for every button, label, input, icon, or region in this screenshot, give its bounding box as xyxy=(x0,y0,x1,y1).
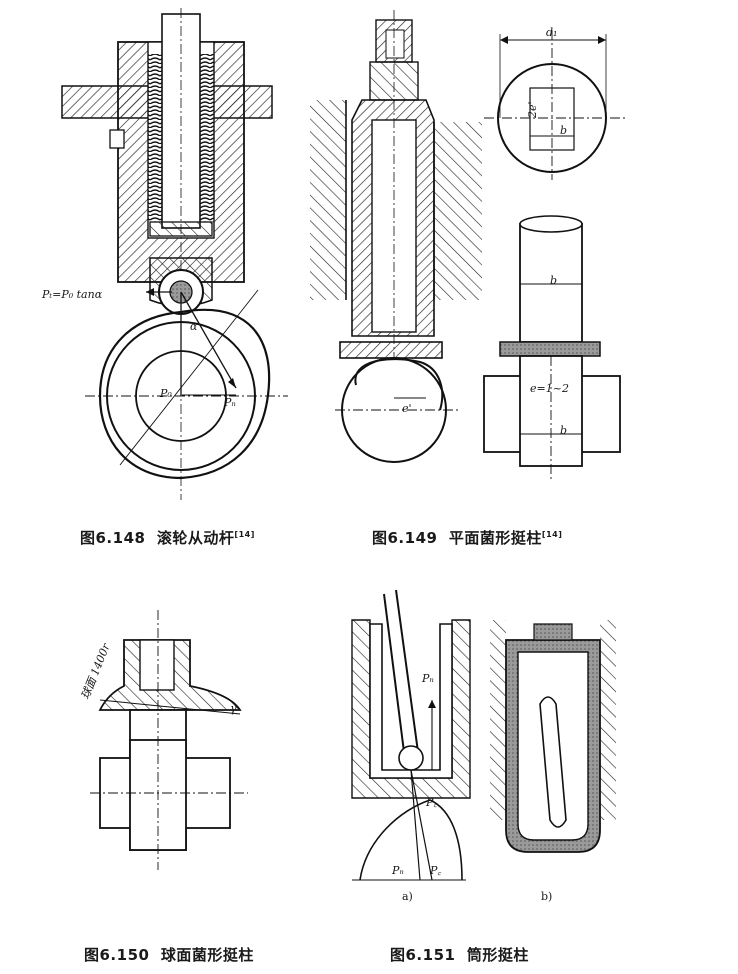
f151-pn-top-label: Pₙ xyxy=(421,672,434,685)
f148-p0-label: P₀ xyxy=(159,387,172,400)
f150-sphere-label: 球面 1400r xyxy=(79,641,113,701)
f150-gamma-label: γ xyxy=(230,702,237,715)
f148-alpha-label: α xyxy=(190,320,198,333)
fig149-top-view: d₁ 2e' b xyxy=(484,26,626,180)
f151-pc-top-label: P꜀ xyxy=(425,796,437,809)
fig149-side-view: b e=1~2 b xyxy=(483,215,621,480)
caption-fig151: 图6.151 筒形挺柱 xyxy=(390,944,529,965)
caption-fig149-ref: [14] xyxy=(541,530,563,539)
f151-a-label: a) xyxy=(402,890,413,903)
caption-fig149-number: 图6.149 xyxy=(372,529,438,547)
caption-fig148: 图6.148 滚轮从动杆[14] xyxy=(80,527,255,548)
caption-fig150: 图6.150 球面菌形挺柱 xyxy=(84,944,254,965)
f148-force-label: Pₜ=P₀ tanα xyxy=(41,288,103,301)
fig148-roller-follower: Pₜ=P₀ tanα α P₀ Pₙ xyxy=(41,8,288,500)
f149-b-bot-label: b xyxy=(560,424,567,437)
fig150-spherical-tappet: 球面 1400r γ xyxy=(79,610,248,870)
caption-fig149: 图6.149 平面菌形挺柱[14] xyxy=(372,527,562,548)
caption-fig148-ref: [14] xyxy=(234,530,255,539)
caption-fig150-title: 球面菌形挺柱 xyxy=(160,946,254,964)
f149-e-label: e' xyxy=(402,402,412,415)
f149-2e-label: 2e' xyxy=(526,101,539,119)
f151-pn-bot-label: Pₙ xyxy=(391,864,404,877)
caption-fig149-title: 平面菌形挺柱 xyxy=(448,529,542,547)
f148-pn-label: Pₙ xyxy=(223,396,236,409)
caption-fig150-number: 图6.150 xyxy=(84,946,150,964)
caption-fig151-title: 筒形挺柱 xyxy=(466,946,529,964)
f151-pc-bot-label: P꜀ xyxy=(429,864,441,877)
f149-d1-label: d₁ xyxy=(546,26,557,39)
f149-b-mid-label: b xyxy=(550,274,557,287)
fig151-cylindrical-tappet: Pₙ P꜀ Pₙ P꜀ a) xyxy=(351,589,471,903)
f151-b-label: b) xyxy=(541,890,552,903)
fig149-flat-tappet: e' xyxy=(310,10,482,463)
f149-range-label: e=1~2 xyxy=(530,382,569,395)
fig151-variant-b: b) xyxy=(490,620,616,903)
caption-fig151-number: 图6.151 xyxy=(390,946,456,964)
f149-b-top-label: b xyxy=(560,124,567,137)
caption-fig148-title: 滚轮从动杆 xyxy=(156,529,235,547)
caption-fig148-number: 图6.148 xyxy=(80,529,146,547)
